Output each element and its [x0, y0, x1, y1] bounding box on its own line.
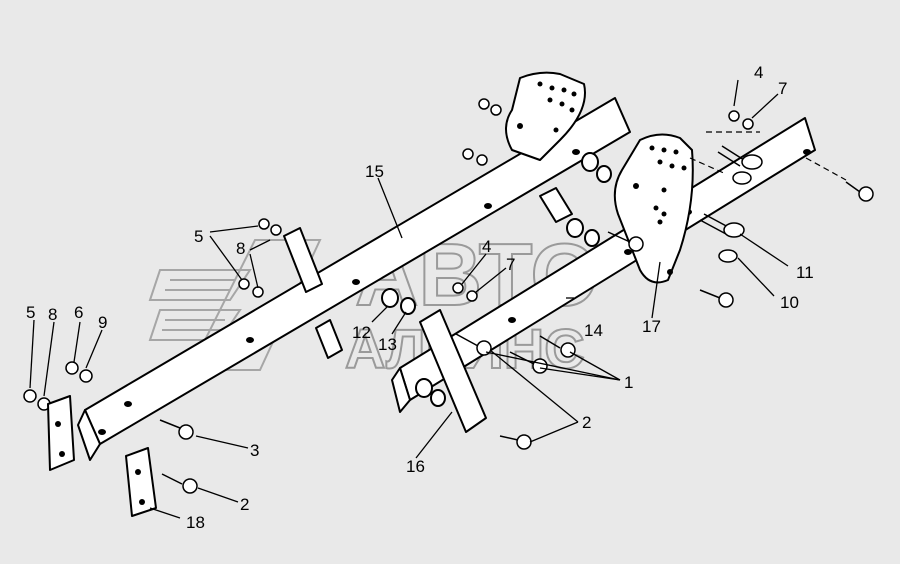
callout-8: 8	[236, 239, 245, 258]
callout-6: 6	[74, 303, 83, 322]
assembly-lines	[689, 131, 847, 181]
callout-2-right: 2	[582, 413, 591, 432]
upper-beam	[77, 97, 631, 461]
callout-16: 16	[406, 457, 425, 476]
callout-10: 10	[780, 293, 799, 312]
side-plates	[47, 309, 487, 517]
callout-14: 14	[584, 321, 603, 340]
callout-3: 3	[250, 441, 259, 460]
pin-assemblies	[699, 145, 763, 263]
callout-1: 1	[624, 373, 633, 392]
nuts-and-washers	[23, 98, 754, 411]
upper-mount-plate	[505, 71, 586, 161]
callout-7-center: 7	[506, 255, 515, 274]
callout-9: 9	[98, 313, 107, 332]
spacers	[381, 152, 612, 407]
callout-labels: 4 7 15 5 8 4 7 5 8 6 9 12 13 14 17 11 10…	[26, 63, 814, 532]
callout-11: 11	[796, 263, 814, 282]
callout-5-left: 5	[26, 303, 35, 322]
callout-13: 13	[378, 335, 397, 354]
callout-2-bottom: 2	[240, 495, 249, 514]
callout-7: 7	[778, 79, 787, 98]
callout-4-center: 4	[482, 237, 491, 256]
callout-17: 17	[642, 317, 661, 336]
callout-8-left: 8	[48, 305, 57, 324]
upper-beam-brackets	[283, 187, 573, 359]
leader-lines	[29, 79, 789, 519]
callout-4: 4	[754, 63, 763, 82]
callout-5: 5	[194, 227, 203, 246]
callout-12: 12	[352, 323, 371, 342]
callout-15: 15	[365, 162, 384, 181]
callout-18: 18	[186, 513, 205, 532]
